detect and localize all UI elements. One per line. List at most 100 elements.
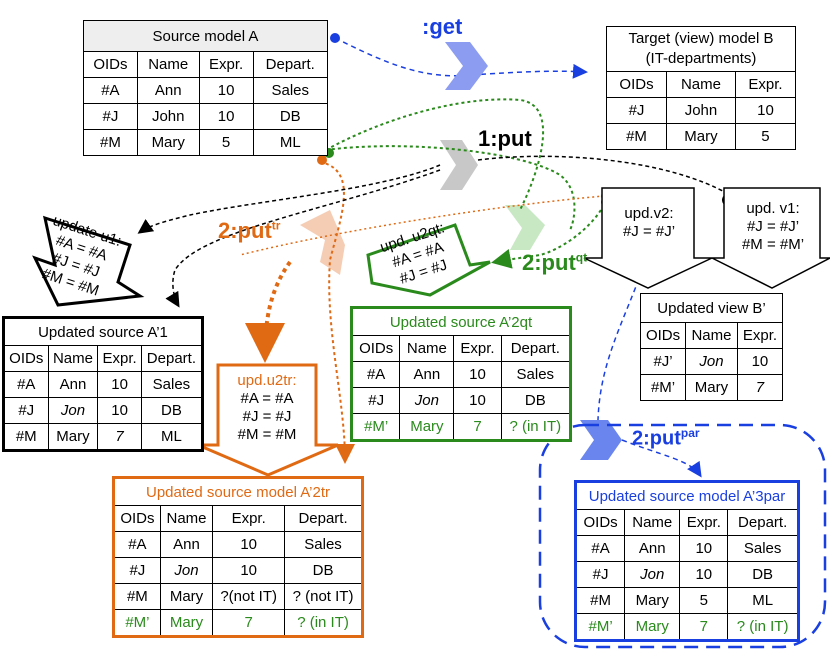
source-model-a-table: Source model A OIDs Name Expr. Depart. #…	[83, 20, 328, 156]
cell: #M’	[639, 374, 687, 401]
put1-chevron	[440, 140, 478, 190]
cell: Mary	[399, 413, 455, 441]
cell: #J	[3, 397, 49, 424]
column-header: Expr.	[453, 335, 502, 362]
column-header: Expr.	[212, 505, 286, 532]
cell: Ann	[624, 535, 681, 562]
get-connector	[334, 37, 588, 79]
cell: #A	[350, 361, 401, 388]
get-chevron	[445, 42, 488, 90]
column-header: Name	[159, 505, 214, 532]
column-header: Expr.	[734, 71, 797, 98]
orange-dot-a	[317, 155, 327, 165]
cell: 10	[734, 97, 797, 124]
arrow-line: #M = #M’	[741, 236, 805, 253]
cell: #M	[3, 423, 49, 451]
cell: Ann	[47, 371, 99, 398]
putqt-text: 2:put	[522, 250, 576, 275]
table-title: Updated source model A’3par	[575, 481, 799, 510]
put1-connector-c	[477, 155, 731, 196]
cell: Mary	[136, 129, 200, 156]
cell: ? (in IT)	[284, 609, 363, 637]
cell: Sales	[500, 361, 572, 388]
cell: ML	[252, 129, 328, 156]
column-header: OIDs	[606, 71, 667, 98]
orange-thick-arrow	[245, 260, 292, 363]
cell: 5	[198, 129, 254, 156]
cell: #J	[113, 557, 161, 584]
put1-label: 1:put	[478, 126, 532, 151]
cell: Sales	[140, 371, 204, 398]
cell: #A	[3, 371, 49, 398]
cell: 7	[212, 609, 286, 637]
arrow-line: upd.v2:	[624, 205, 674, 222]
updated-source-a3par-table: Updated source model A’3par OIDs Name Ex…	[574, 480, 800, 642]
cell: Sales	[727, 535, 799, 562]
cell: Mary	[159, 583, 214, 610]
putqt-label: 2:putqt	[522, 250, 587, 276]
column-header: Depart.	[727, 509, 799, 536]
column-header: OIDs	[3, 345, 49, 372]
put1-connector-a	[137, 164, 441, 234]
cell: Mary	[159, 609, 214, 637]
updated-source-a2qt-table: Updated source A’2qt OIDs Name Expr. Dep…	[350, 306, 572, 442]
cell: Jon	[47, 397, 99, 424]
green-link-1	[325, 98, 544, 211]
cell: 5	[679, 587, 729, 614]
cell: 10	[453, 387, 502, 414]
cell: Ann	[159, 531, 214, 558]
update-u1-text: update u1: #A = #A #J = #J #M = #M	[34, 212, 124, 302]
table-title: Target (view) model B(IT-departments)	[606, 26, 796, 72]
table-title: Updated source A’2qt	[351, 307, 571, 336]
arrow-line: #J = #J	[242, 408, 292, 425]
arrow-line: #J = #J’	[622, 223, 676, 240]
cell: Ann	[136, 77, 200, 104]
cell: ? (in IT)	[500, 413, 572, 441]
cell: 10	[679, 535, 729, 562]
updated-source-a2tr-table: Updated source model A’2tr OIDs Name Exp…	[112, 476, 364, 638]
cell: Ann	[399, 361, 455, 388]
table-title: Source model A	[83, 20, 328, 52]
column-header: Expr.	[198, 51, 254, 78]
column-header: OIDs	[83, 51, 138, 78]
cell: 10	[453, 361, 502, 388]
cell: John	[666, 97, 736, 124]
cell: #J’	[639, 348, 687, 375]
cell: Sales	[284, 531, 363, 558]
column-header: Depart.	[284, 505, 363, 532]
cell: 7	[97, 423, 142, 451]
cell: #M’	[350, 413, 401, 441]
column-header: Depart.	[252, 51, 328, 78]
cell: #J	[574, 561, 626, 588]
get-start-dot	[330, 33, 340, 43]
upd-u2qt-text: upd. u2qt: #A = #A #J = #J	[378, 219, 458, 291]
cell: Sales	[252, 77, 328, 104]
putpar-text: 2:put	[632, 427, 681, 450]
cell: 5	[734, 123, 797, 150]
cell: ML	[140, 423, 204, 451]
column-header: Name	[624, 509, 681, 536]
cell: 10	[97, 397, 142, 424]
putpar-chevron	[580, 420, 622, 460]
cell: DB	[140, 397, 204, 424]
cell: Jon	[399, 387, 455, 414]
cell: Jon	[624, 561, 681, 588]
updated-source-a1-table: Updated source A’1 OIDs Name Expr. Depar…	[2, 316, 204, 452]
par-dot	[640, 257, 650, 267]
cell: 10	[212, 557, 286, 584]
putqt-chevron	[505, 205, 545, 250]
column-header: OIDs	[574, 509, 626, 536]
upd-v2-text: upd.v2: #J = #J’	[606, 205, 692, 241]
cell: Jon	[685, 348, 738, 375]
cell: #A	[113, 531, 161, 558]
